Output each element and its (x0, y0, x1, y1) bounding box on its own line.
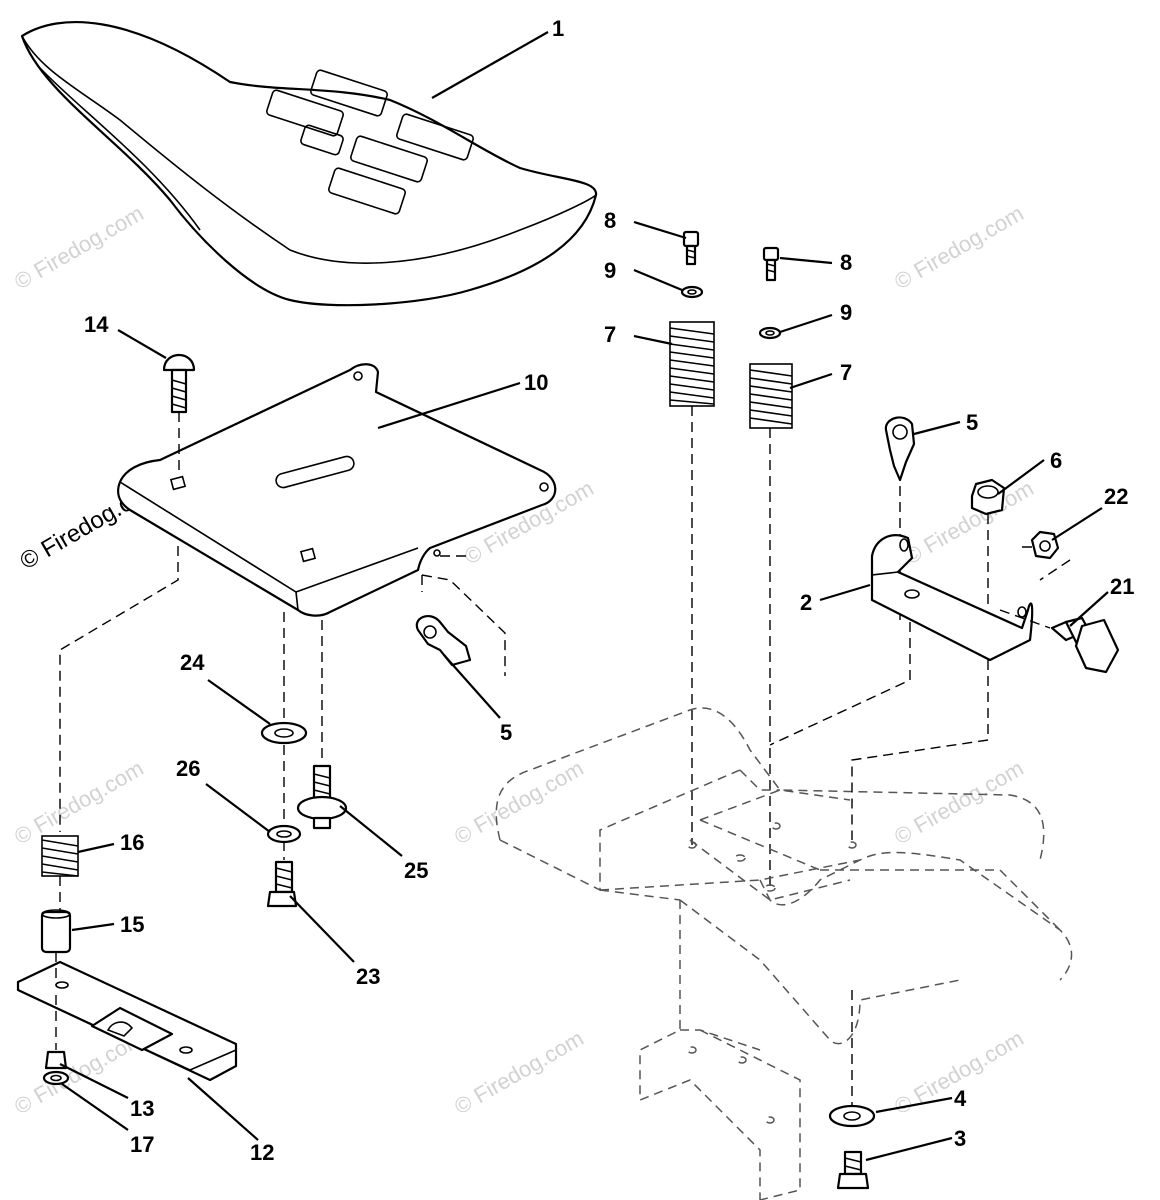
mount-washer-right (758, 326, 782, 340)
bracket (870, 534, 1034, 662)
watermark: © Firedog.com (890, 755, 1028, 849)
watermark-group: © Firedog.com © Firedog.com © Firedog.co… (10, 200, 1038, 1119)
seat-pan (117, 363, 557, 617)
bushing (40, 909, 72, 954)
callout-3: 3 (954, 1126, 966, 1151)
guide-line (1022, 546, 1071, 581)
lock-washer (266, 824, 302, 844)
callout-7: 7 (604, 322, 616, 347)
shoulder-bolt (296, 764, 348, 830)
callout-1: 1 (552, 16, 564, 41)
callout-21: 21 (1110, 574, 1134, 599)
watermark: © Firedog.com (450, 755, 588, 849)
mount-bolt-left (682, 230, 700, 266)
callout-6: 6 (1050, 448, 1062, 473)
seat-clip-right (884, 416, 916, 482)
leader-lines (59, 31, 1109, 1162)
callout-24: 24 (180, 650, 205, 675)
carriage-bolt (162, 354, 196, 472)
callout-13: 13 (130, 1096, 154, 1121)
watermark: © Firedog.com (450, 1025, 588, 1119)
watermark: © Firedog.com (10, 200, 148, 294)
callout-22: 22 (1104, 484, 1128, 509)
callout-4: 4 (954, 1086, 967, 1111)
guide-line (999, 609, 1051, 629)
callout-23: 23 (356, 964, 380, 989)
spring-left (669, 321, 715, 407)
seat (20, 20, 598, 307)
spring-right (749, 363, 793, 429)
tractor-frame (495, 707, 1073, 1200)
callout-7: 7 (840, 360, 852, 385)
seat-pads (266, 69, 474, 215)
hex-bolt (266, 860, 298, 908)
callout-9: 9 (840, 300, 852, 325)
shoulder-bolt-right (1050, 616, 1120, 674)
guide-line (769, 622, 911, 746)
frame-washer (828, 1104, 876, 1128)
callout-9: 9 (604, 258, 616, 283)
guide-line (59, 546, 179, 832)
mount-washer-left (680, 285, 704, 299)
callouts: 1 8 9 7 8 9 7 14 10 5 6 22 2 21 5 24 26 … (84, 16, 1134, 1165)
callout-26: 26 (176, 756, 200, 781)
frame-bolt (836, 1150, 870, 1190)
watermark: © Firedog.com (900, 475, 1038, 569)
callout-14: 14 (84, 312, 109, 337)
watermark: © Firedog.com (890, 200, 1028, 294)
spring-small (41, 835, 79, 877)
guide-line (851, 660, 989, 840)
callout-2: 2 (800, 590, 812, 615)
mount-bolt-right (762, 246, 780, 282)
callout-25: 25 (404, 858, 428, 883)
washer (260, 721, 308, 745)
lock-nut (970, 478, 1006, 516)
hex-nut (1030, 530, 1060, 560)
callout-12: 12 (250, 1140, 274, 1165)
callout-5: 5 (966, 410, 978, 435)
callout-10: 10 (524, 370, 548, 395)
flange-nut (42, 1070, 70, 1086)
callout-16: 16 (120, 830, 144, 855)
callout-5: 5 (500, 720, 512, 745)
callout-8: 8 (840, 250, 852, 275)
callout-8: 8 (604, 208, 616, 233)
mounting-plate (16, 960, 238, 1082)
callout-17: 17 (130, 1132, 154, 1157)
seat-clip-left (415, 574, 506, 676)
callout-15: 15 (120, 912, 144, 937)
